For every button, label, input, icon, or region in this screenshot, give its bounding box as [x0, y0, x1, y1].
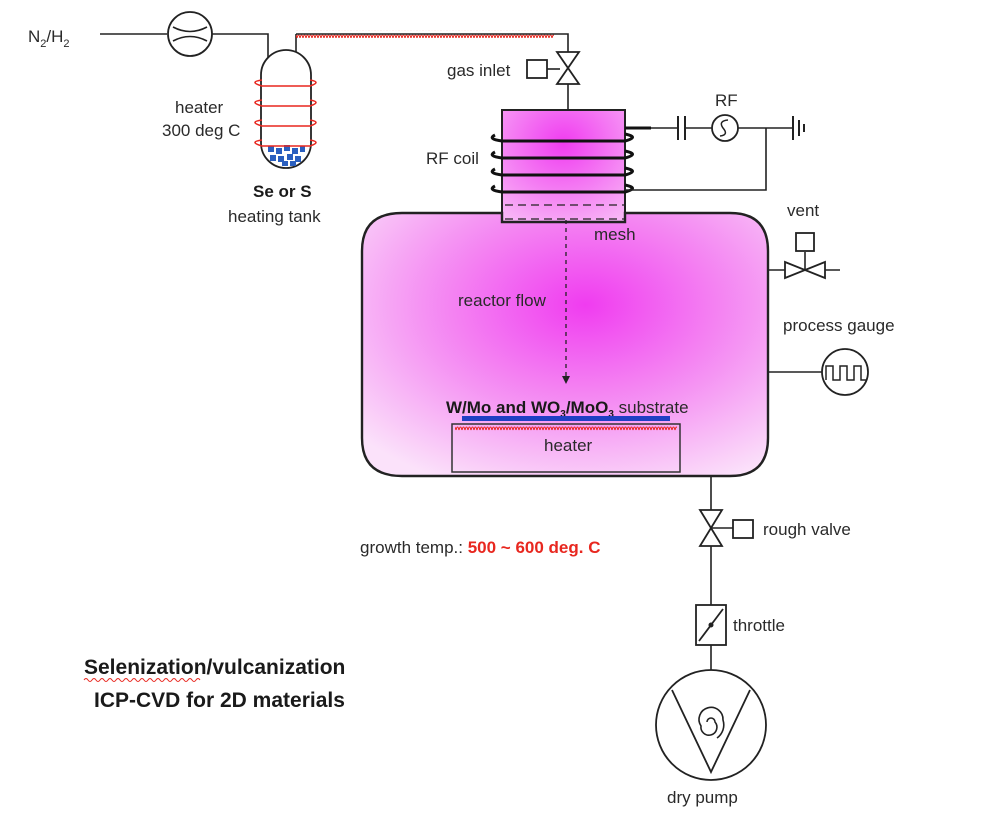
tank-heater-coil [254, 79, 317, 147]
rf-coil-label: RF coil [426, 149, 479, 168]
mesh-label: mesh [594, 225, 636, 244]
mesh [505, 204, 624, 220]
reactor-chamber [360, 211, 770, 478]
gas-inlet-label: gas inlet [447, 61, 511, 80]
dry-pump-label: dry pump [667, 788, 738, 807]
gas-source: N2/H2 [28, 27, 70, 50]
heating-tank [254, 34, 317, 169]
reactor-flow-arrow [562, 220, 570, 384]
vent-label: vent [787, 201, 819, 220]
title-line-2: ICP-CVD for 2D materials [94, 689, 345, 712]
heater-coil [455, 426, 677, 434]
heater-label: heater [544, 436, 593, 455]
substrate-heater [451, 423, 681, 473]
rough-valve-icon [698, 476, 754, 605]
rf-circuit [625, 114, 805, 191]
reactor-flow-label: reactor flow [458, 291, 547, 310]
tank-material-label: Se or S [253, 182, 312, 201]
tank-name-label: heating tank [228, 207, 321, 226]
rf-coil [490, 126, 651, 194]
rf-source-icon [711, 114, 739, 142]
tank-pellets [268, 145, 305, 166]
process-gauge-label: process gauge [783, 316, 895, 335]
plasma-head [501, 109, 626, 223]
growth-temp: growth temp.: 500 ~ 600 deg. C [360, 538, 601, 557]
mass-flow-controller-icon [167, 11, 213, 57]
substrate [462, 416, 670, 421]
throttle-valve-icon [695, 604, 727, 670]
gauge-icon [768, 348, 869, 396]
rough-valve-label: rough valve [763, 520, 851, 539]
capacitor-icon [677, 116, 686, 140]
vent-valve-icon [768, 232, 840, 280]
tank-heater-label: heater [175, 98, 224, 117]
throttle-label: throttle [733, 616, 785, 635]
heated-gas-line [296, 30, 569, 52]
substrate-label: W/Mo and WO3/MoO3 substrate [446, 398, 689, 420]
gas-line-to-tank [212, 33, 269, 58]
title-line-1: Selenization/vulcanization [84, 656, 345, 679]
ground-icon [792, 116, 805, 140]
spellcheck-underline [83, 678, 201, 682]
rf-label: RF [715, 91, 738, 110]
dry-pump-icon [655, 669, 767, 781]
svg-text:N2/H2: N2/H2 [28, 27, 70, 50]
gas-inlet-valve-icon [526, 51, 581, 110]
tank-temp-label: 300 deg C [162, 121, 240, 140]
